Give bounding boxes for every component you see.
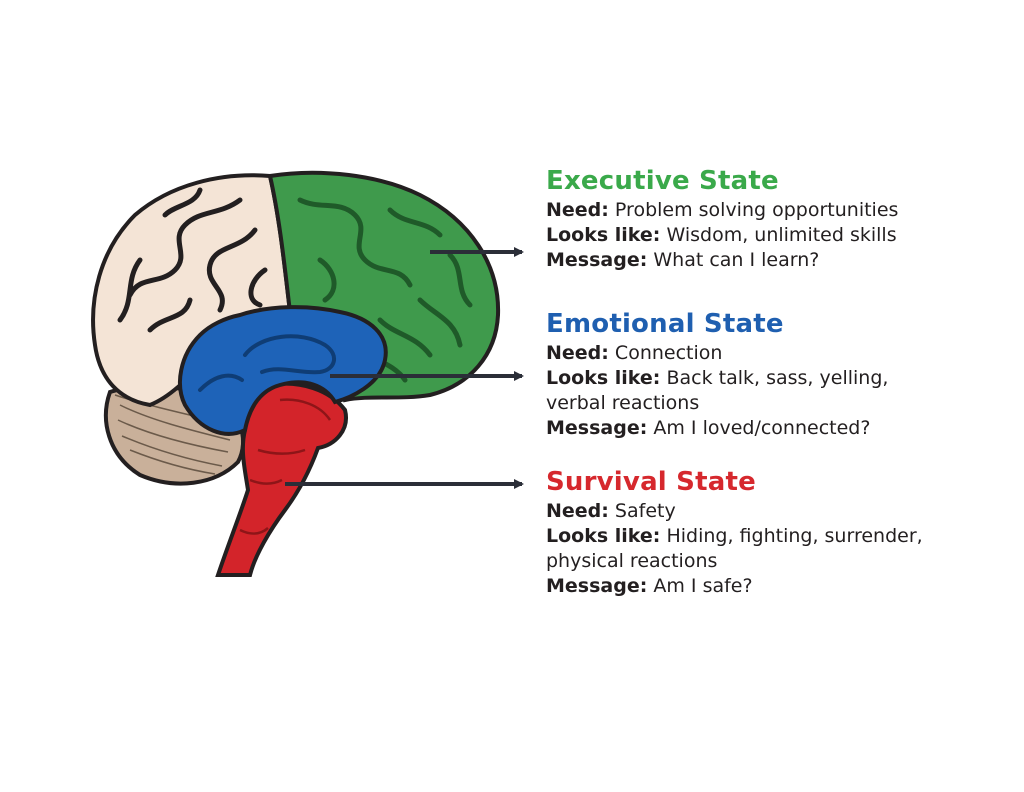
emotional-need: Need: Connection — [546, 342, 723, 364]
emotional-state-title: Emotional State — [546, 309, 784, 339]
survival-message: Message: Am I safe? — [546, 575, 753, 597]
emotional-state-block: Emotional State Need: Connection Looks l… — [546, 309, 1006, 441]
survival-looks-like: Looks like: Hiding, fighting, surrender,… — [546, 525, 923, 572]
emotional-message: Message: Am I loved/connected? — [546, 417, 871, 439]
executive-state-title: Executive State — [546, 166, 779, 196]
survival-need: Need: Safety — [546, 500, 676, 522]
emotional-looks-like: Looks like: Back talk, sass, yelling, ve… — [546, 367, 889, 414]
limbic-emotional — [178, 305, 388, 436]
executive-looks-like: Looks like: Wisdom, unlimited skills — [546, 224, 897, 246]
brainstem-survival — [215, 381, 348, 577]
survival-state-block: Survival State Need: Safety Looks like: … — [546, 467, 1006, 599]
executive-message: Message: What can I learn? — [546, 249, 820, 271]
executive-need: Need: Problem solving opportunities — [546, 199, 899, 221]
executive-state-block: Executive State Need: Problem solving op… — [546, 166, 1006, 273]
survival-state-title: Survival State — [546, 467, 756, 497]
